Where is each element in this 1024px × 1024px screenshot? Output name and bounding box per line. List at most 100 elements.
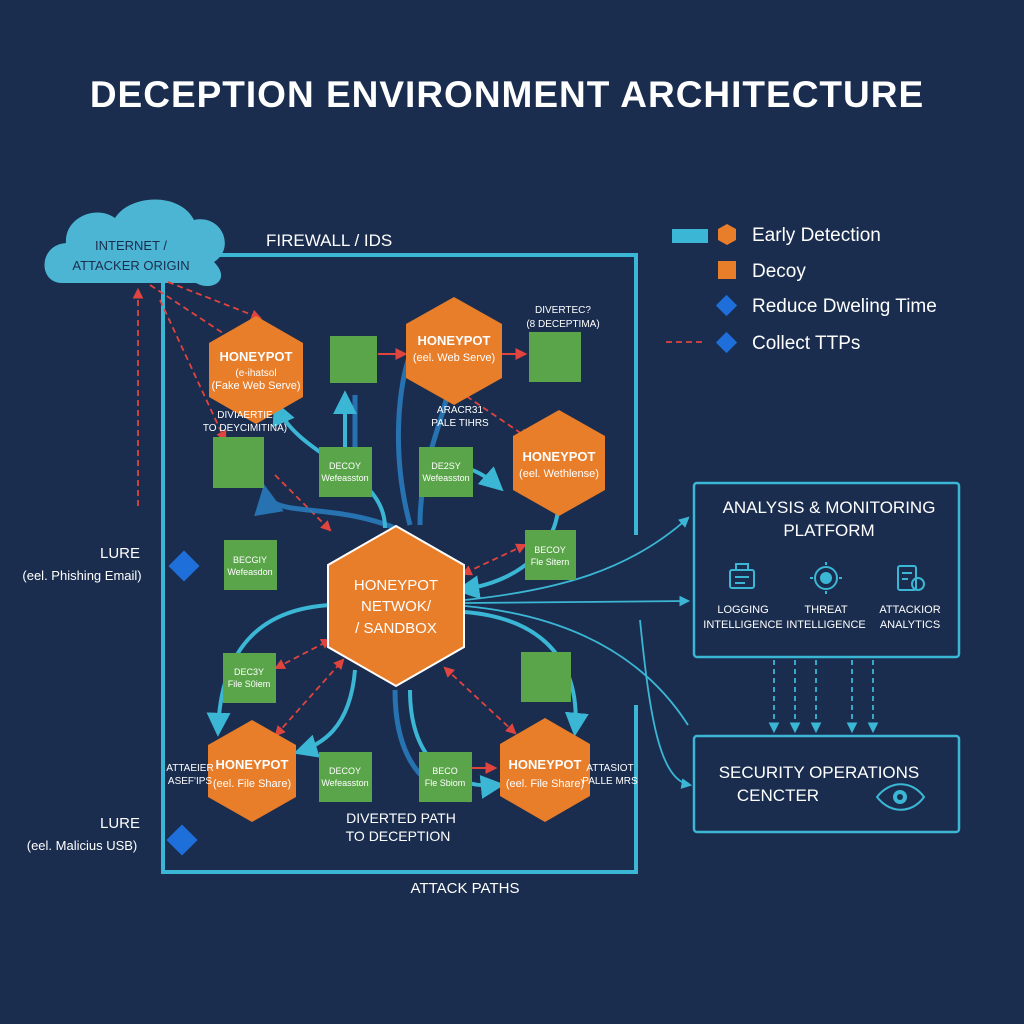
honeypot-top-mid: HONEYPOT (eel. Web Serve): [406, 297, 502, 405]
page-title: DECEPTION ENVIRONMENT ARCHITECTURE: [90, 74, 924, 115]
svg-text:(eel. Web Serve): (eel. Web Serve): [413, 352, 495, 364]
red-arrow-7: [274, 639, 332, 669]
red-arrow-1: [149, 284, 240, 345]
threat-icon: [810, 562, 842, 594]
svg-text:THREAT: THREAT: [804, 604, 847, 616]
svg-text:DEC3Y: DEC3Y: [234, 667, 264, 677]
svg-text:(eel. Wethlense): (eel. Wethlense): [519, 468, 599, 480]
red-arrow-6: [461, 543, 527, 576]
svg-text:DIVERTEC?: DIVERTEC?: [535, 305, 591, 316]
svg-text:(eel. File Share): (eel. File Share): [506, 778, 584, 790]
legend-diamond-1: [715, 294, 738, 317]
svg-text:BECGIY: BECGIY: [233, 555, 267, 565]
svg-text:TO DECEPTION: TO DECEPTION: [346, 828, 451, 844]
svg-text:HONEYPOT: HONEYPOT: [354, 577, 438, 594]
svg-text:HONEYPOT: HONEYPOT: [509, 757, 582, 772]
legend-collect-ttps: Collect TTPs: [752, 333, 860, 354]
red-arrow-9: [443, 666, 517, 735]
lure-email-diamond: [168, 550, 200, 582]
svg-text:INTELLIGENCE: INTELLIGENCE: [786, 619, 865, 631]
svg-text:PALLE MRS: PALLE MRS: [582, 776, 638, 787]
internet-cloud: INTERNET / ATTACKER ORIGIN: [44, 199, 225, 287]
svg-text:(e-ihatsol: (e-ihatsol: [235, 368, 276, 379]
firewall-gap: [605, 535, 645, 705]
svg-text:DIVIAERTIE: DIVIAERTIE: [217, 410, 273, 421]
svg-text:DECOY: DECOY: [329, 766, 361, 776]
svg-text:HONEYPOT: HONEYPOT: [216, 757, 289, 772]
decoy-blocks: [213, 332, 581, 702]
svg-text:Fle Sbiom: Fle Sbiom: [425, 778, 466, 788]
svg-text:INTELLIGENCE: INTELLIGENCE: [703, 619, 782, 631]
internet-label-1: INTERNET /: [95, 238, 167, 253]
svg-text:(eel. Malicius USB): (eel. Malicius USB): [27, 838, 138, 853]
svg-text:(eel. Phishing Email): (eel. Phishing Email): [22, 568, 141, 583]
legend-decoy: Decoy: [752, 261, 806, 282]
svg-text:ASEF'IPS: ASEF'IPS: [168, 776, 212, 787]
logging-icon: [729, 563, 755, 589]
analysis-title-2: PLATFORM: [783, 521, 874, 540]
honeypot-center: HONEYPOT NETWOK/ / SANDBOX: [327, 524, 465, 688]
eye-icon: [875, 783, 926, 811]
analysis-platform-box: ANALYSIS & MONITORING PLATFORM LOGGING I…: [692, 481, 961, 659]
lure-usb: LURE (eel. Malicius USB): [27, 815, 198, 856]
decoy-block-1: [330, 336, 377, 383]
svg-text:PALE TIHRS: PALE TIHRS: [431, 418, 489, 429]
svg-text:/ SANDBOX: / SANDBOX: [355, 620, 437, 637]
annotations: DIVERTEC? (8 DECEPTIMA) DIVIAERTIE TO DE…: [166, 305, 638, 897]
decoy-d1: DECOY Wefeasston: [319, 447, 372, 497]
red-arrow-4: [274, 474, 332, 532]
analysis-to-soc-arrows: [768, 660, 879, 734]
soc-title-2: CENCTER: [737, 786, 819, 805]
monitoring-links: [464, 516, 693, 789]
legend-reduce-dwelling: Reduce Dweling Time: [752, 296, 937, 317]
legend-cyan-swatch: [672, 229, 708, 243]
red-arrow-8: [274, 658, 345, 737]
svg-text:DECOY: DECOY: [329, 461, 361, 471]
svg-text:DE2SY: DE2SY: [431, 461, 461, 471]
honeypot-bottom-right: HONEYPOT (eel. File Share): [500, 718, 590, 822]
svg-text:ATTACK PATHS: ATTACK PATHS: [411, 880, 520, 897]
legend-decoy-swatch: [718, 261, 736, 279]
analytics-icon: [897, 565, 925, 591]
red-arrow-2: [167, 281, 263, 320]
svg-text:ATTACKIOR: ATTACKIOR: [879, 604, 940, 616]
svg-text:(8 DECEPTIMA): (8 DECEPTIMA): [526, 319, 599, 330]
soc-box: SECURITY OPERATIONS CENCTER: [692, 734, 961, 834]
svg-text:(Fake Web Serve): (Fake Web Serve): [211, 380, 300, 392]
svg-text:LURE: LURE: [100, 815, 140, 832]
svg-text:Wefeasston: Wefeasston: [422, 473, 469, 483]
svg-text:ARACR31: ARACR31: [437, 405, 484, 416]
svg-text:ATTAEIER: ATTAEIER: [166, 763, 213, 774]
decoy-block-3: [213, 437, 264, 488]
svg-text:File S0iem: File S0iem: [228, 679, 271, 689]
svg-text:BECO: BECO: [432, 766, 458, 776]
legend-early-detection: Early Detection: [752, 225, 881, 246]
internet-label-2: ATTACKER ORIGIN: [72, 258, 189, 273]
svg-text:HONEYPOT: HONEYPOT: [523, 449, 596, 464]
honeypot-bottom-left: HONEYPOT (eel. File Share): [208, 720, 296, 822]
attack-paths-red: [132, 281, 704, 737]
svg-text:Fle Sitern: Fle Sitern: [531, 557, 570, 567]
honeypot-top-left: HONEYPOT (e-ihatsol (Fake Web Serve): [209, 316, 303, 424]
svg-text:TO DEYCIMITINA): TO DEYCIMITINA): [203, 423, 287, 434]
svg-text:NETWOK/: NETWOK/: [361, 598, 432, 615]
svg-text:DIVERTED PATH: DIVERTED PATH: [346, 810, 456, 826]
honeypot-right: HONEYPOT (eel. Wethlense): [513, 410, 605, 516]
decoy-block-4: [521, 652, 571, 702]
red-arrow-3: [159, 299, 227, 442]
svg-text:(eel. File Share): (eel. File Share): [213, 778, 291, 790]
analysis-title-1: ANALYSIS & MONITORING: [723, 498, 936, 517]
decoy-d7: BECO Fle Sbiom: [419, 752, 472, 802]
decoy-d6: DECOY Wefeasston: [319, 752, 372, 802]
decoy-d5: DEC3Y File S0iem: [223, 653, 276, 703]
svg-text:BECOY: BECOY: [534, 545, 566, 555]
svg-text:ATTASIOT: ATTASIOT: [586, 763, 633, 774]
svg-text:Wefeasdon: Wefeasdon: [227, 567, 272, 577]
soc-title-1: SECURITY OPERATIONS: [719, 763, 920, 782]
legend-diamond-2: [715, 331, 738, 354]
decoy-d3: BECGIY Wefeasdon: [224, 540, 277, 590]
legend-hex-early: [718, 224, 736, 245]
lure-usb-diamond: [166, 824, 198, 856]
decoy-block-2: [529, 332, 581, 382]
